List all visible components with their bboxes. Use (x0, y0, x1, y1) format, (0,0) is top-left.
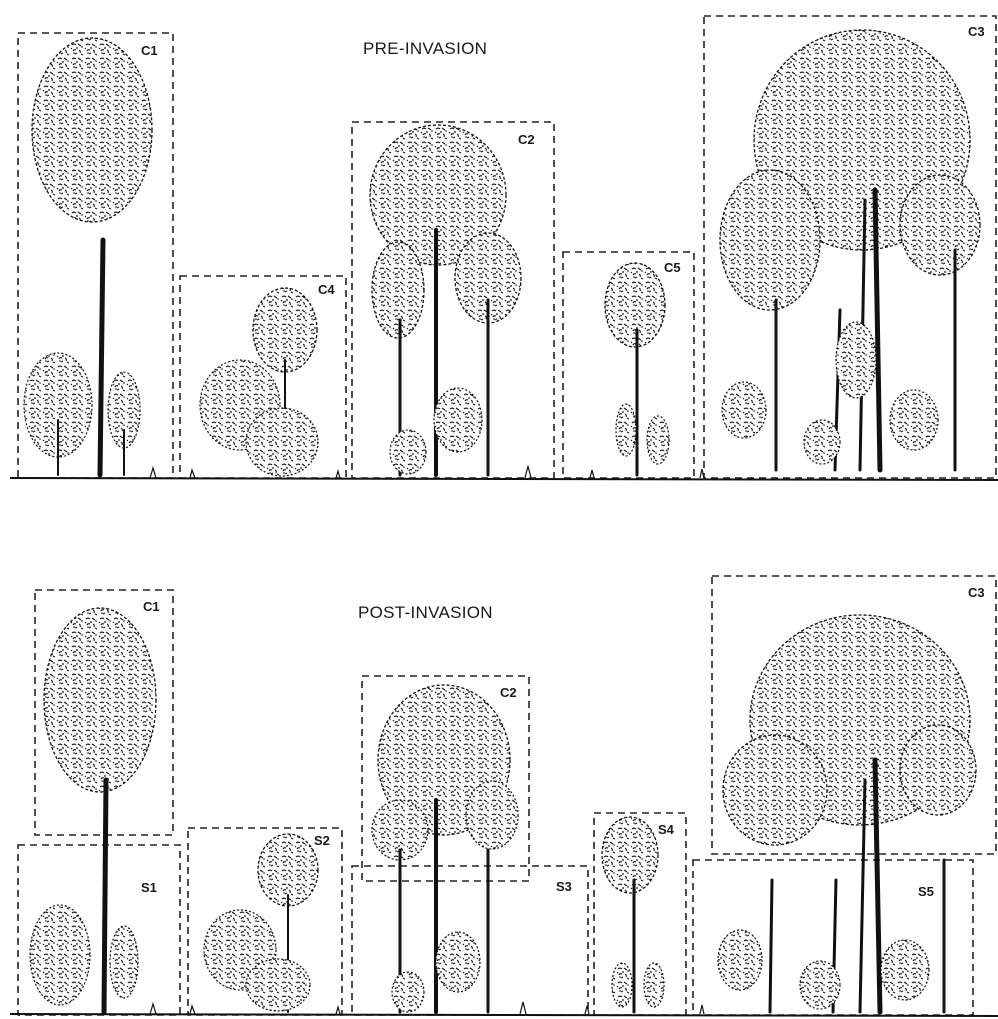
tree-illustration-c3-post (718, 615, 976, 1012)
post-invasion-title: POST-INVASION (358, 603, 493, 622)
grass-tufts-pre (150, 466, 704, 478)
box-label-c2-pre: C2 (518, 132, 535, 147)
tree-illustration-c1-pre (24, 38, 152, 475)
tree-illustration-s2-post (204, 834, 318, 1012)
box-label-c3-post: C3 (968, 585, 985, 600)
box-label-s1-post: S1 (141, 880, 157, 895)
tree-illustration-c5-pre (605, 263, 669, 475)
box-label-c2-post: C2 (500, 685, 517, 700)
pre-invasion-panel: PRE-INVASION C1 C4 C2 C5 C3 (10, 16, 998, 480)
box-label-c5-pre: C5 (664, 260, 681, 275)
tree-illustration-c1-post (30, 608, 156, 1012)
box-label-c1-pre: C1 (141, 43, 158, 58)
box-label-s5-post: S5 (918, 884, 934, 899)
tree-illustration-s4-post (602, 817, 664, 1012)
tree-illustration-c4-pre (200, 288, 318, 476)
box-label-s4-post: S4 (658, 822, 675, 837)
pre-invasion-title: PRE-INVASION (363, 39, 487, 58)
post-invasion-panel: POST-INVASION C1 C2 C3 S1 S2 S3 S4 S5 (10, 576, 998, 1016)
tree-illustration-c3-pre (720, 30, 980, 470)
tree-illustration-c2-post (372, 685, 518, 1012)
tree-illustration-c2-pre (370, 125, 521, 475)
box-label-c4-pre: C4 (318, 282, 335, 297)
box-label-c3-pre: C3 (968, 24, 985, 39)
box-label-s3-post: S3 (556, 879, 572, 894)
box-label-s2-post: S2 (314, 833, 330, 848)
box-label-c1-post: C1 (143, 599, 160, 614)
